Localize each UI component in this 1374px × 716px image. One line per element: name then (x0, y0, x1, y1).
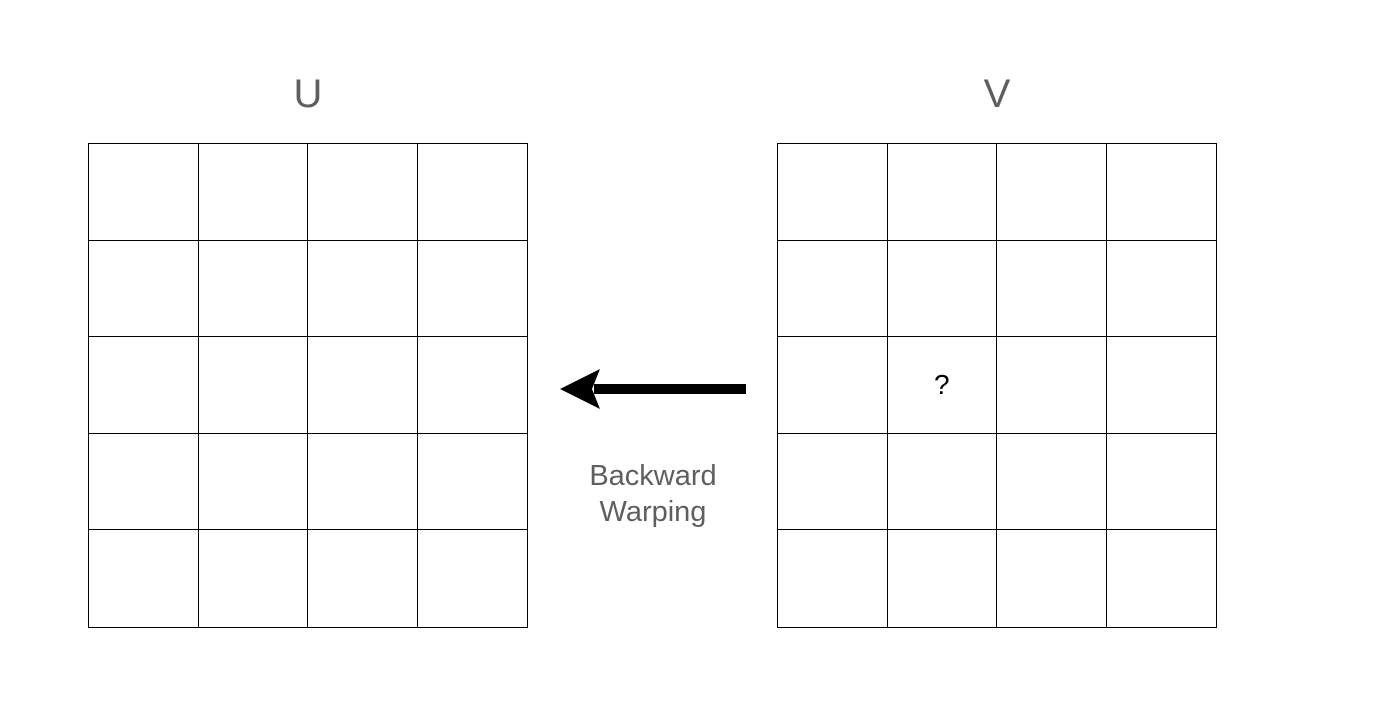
grid-v: ? (777, 143, 1217, 628)
grid-u-cell-r0-c2 (308, 144, 418, 241)
grid-v-cell-r1-c1 (887, 240, 997, 338)
grid-v-cell-r0-c0 (778, 144, 888, 241)
grid-u-cell-r3-c3 (417, 434, 527, 531)
grid-u-cell-r2-c1 (198, 337, 308, 434)
arrow-label: Backward Warping (553, 458, 753, 530)
grid-u-cell-r3-c1 (198, 433, 308, 531)
grid-v-cell-r0-c2 (997, 144, 1107, 241)
grid-v-cell-r1-c3 (1106, 241, 1216, 338)
grid-v-cell-r3-c1 (887, 433, 997, 531)
grid-u-cell-r0-c1 (198, 144, 308, 241)
arrow-label-line-1: Backward (589, 460, 717, 492)
grid-v-cell-r3-c0 (778, 433, 888, 531)
grid-v-cell-r2-c3 (1106, 337, 1216, 434)
grid-u (88, 143, 528, 628)
grid-u-cell-r1-c2 (308, 240, 418, 338)
grid-u-cell-r1-c0 (89, 240, 199, 338)
grid-u-cell-r4-c2 (308, 530, 418, 627)
grid-u-cell-r2-c3 (417, 337, 527, 434)
arrow-label-line-2: Warping (599, 496, 707, 528)
grid-v-cell-r2-c2 (997, 337, 1107, 434)
grid-v-cell-r4-c2 (997, 530, 1107, 627)
grid-v-cell-r4-c1 (888, 530, 997, 627)
grid-u-cell-r0-c3 (417, 144, 527, 241)
grid-v-cell-r2-c0 (778, 337, 888, 434)
grid-u-cell-r4-c3 (418, 530, 528, 627)
grid-u-cell-r4-c0 (89, 530, 199, 627)
grid-u-cell-r4-c1 (199, 530, 308, 627)
grid-v-cell-r1-c0 (778, 240, 888, 338)
grid-v-cell-r4-c0 (778, 530, 888, 627)
grid-v-cell-r3-c3 (1106, 434, 1216, 531)
grid-u-cell-r3-c0 (89, 433, 199, 531)
backward-arrow-icon (560, 369, 746, 409)
grid-u-title: U (293, 72, 323, 116)
arrow-shaft (594, 384, 746, 394)
grid-u-cell-r3-c2 (308, 433, 418, 531)
grid-u-cell-r2-c2 (308, 337, 418, 434)
grid-v-cell-r2-c1: ? (887, 337, 997, 434)
grid-v-cell-r0-c3 (1106, 144, 1216, 241)
arrow-head (560, 369, 600, 409)
grid-u-cell-r2-c0 (89, 337, 199, 434)
grid-u-cell-r0-c0 (89, 144, 199, 241)
grid-v-cell-r1-c2 (997, 240, 1107, 338)
grid-u-cell-r1-c3 (417, 241, 527, 338)
grid-v-cell-r0-c1 (887, 144, 997, 241)
grid-v-cell-r3-c2 (997, 433, 1107, 531)
grid-u-cell-r1-c1 (198, 240, 308, 338)
grid-v-title: V (983, 72, 1011, 116)
grid-v-cell-r4-c3 (1107, 530, 1217, 627)
